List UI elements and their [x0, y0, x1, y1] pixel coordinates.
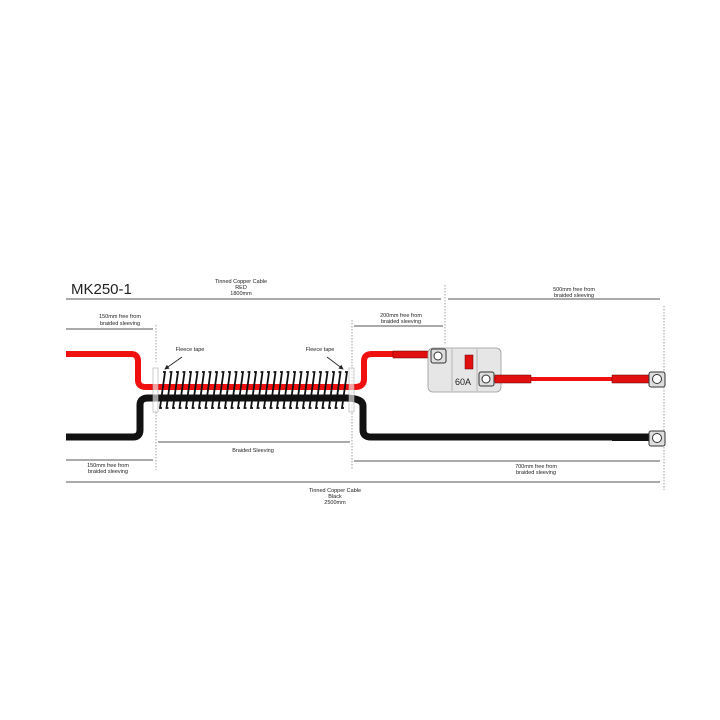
red-cable-label: Tinned Copper Cable RED 1800mm	[215, 279, 267, 297]
fleece-right-arrow	[326, 356, 344, 370]
black-cable-label: Tinned Copper Cable Black 2500mm	[309, 488, 361, 506]
coil-stroke	[217, 371, 225, 409]
svg-text:200mm free from: 200mm free from	[380, 313, 422, 319]
svg-text:2500mm: 2500mm	[324, 500, 346, 506]
red-sleeve	[611, 374, 651, 384]
coil-stroke	[262, 371, 271, 409]
coil-stroke	[275, 371, 284, 409]
svg-text:500mm free from: 500mm free from	[553, 287, 595, 293]
fuse-rating: 60A	[455, 377, 471, 387]
svg-text:RED: RED	[235, 285, 247, 291]
free-top-mid-label: 200mm free from braided sleeving	[380, 313, 422, 325]
coil-stroke	[256, 371, 264, 409]
black-sleeve	[612, 434, 650, 441]
free-bottom-right-label: 700mm free from braided sleeving	[515, 464, 557, 476]
coil-stroke	[295, 371, 303, 409]
coil-stroke	[301, 371, 310, 409]
coil-stroke	[308, 371, 316, 409]
coil-stroke	[236, 371, 245, 409]
svg-text:Black: Black	[328, 494, 342, 500]
braided-sleeving-label: Braided Sleeving	[232, 448, 274, 454]
coil-stroke	[178, 371, 186, 409]
svg-text:Tinned Copper Cable: Tinned Copper Cable	[215, 279, 267, 285]
coil-stroke	[249, 371, 258, 409]
coil-stroke	[165, 371, 173, 409]
free-top-right-label: 500mm free from braided sleeving	[553, 287, 595, 299]
diagram-title: MK250-1	[71, 281, 132, 298]
coil-stroke	[184, 371, 193, 409]
svg-text:1800mm: 1800mm	[230, 291, 252, 297]
fuse-indicator	[464, 354, 474, 370]
red-sleeve	[494, 374, 532, 384]
fleece-left-arrow	[164, 356, 183, 370]
coil-stroke	[327, 371, 336, 409]
fleece-tape-right-label: Fleece tape	[306, 347, 335, 353]
coil-stroke	[288, 371, 297, 409]
coil-stroke	[282, 371, 290, 409]
coil-stroke	[158, 371, 167, 409]
coil-stroke	[171, 371, 180, 409]
svg-text:Tinned Copper Cable: Tinned Copper Cable	[309, 488, 361, 494]
coil-stroke	[230, 371, 238, 409]
fleece-tape-right	[348, 367, 355, 413]
coil-stroke	[204, 371, 212, 409]
coil-stroke	[321, 371, 329, 409]
fleece-tape-left-label: Fleece tape	[176, 347, 205, 353]
coil-stroke	[197, 371, 206, 409]
coil-stroke	[210, 371, 219, 409]
red-wire	[66, 351, 432, 390]
svg-text:braided sleeving: braided sleeving	[554, 293, 594, 299]
coil-stroke	[269, 371, 277, 409]
svg-text:braided sleeving: braided sleeving	[516, 470, 556, 476]
coil-stroke	[314, 371, 323, 409]
black-ring-terminal	[648, 430, 666, 447]
coil-stroke	[243, 371, 251, 409]
svg-text:150mm free from: 150mm free from	[87, 463, 129, 469]
coil-stroke	[223, 371, 232, 409]
svg-text:150mm free from: 150mm free from	[99, 314, 141, 320]
fuse-holder: 60A	[427, 347, 502, 393]
svg-text:700mm free from: 700mm free from	[515, 464, 557, 470]
svg-text:braided sleeving: braided sleeving	[381, 319, 421, 325]
svg-text:braided sleeving: braided sleeving	[88, 469, 128, 475]
red-ring-terminal	[648, 371, 666, 388]
free-top-left-label: 150mm free from braided sleeving	[99, 314, 141, 327]
coil-stroke	[191, 371, 199, 409]
fleece-tape-left	[152, 367, 159, 413]
svg-text:braided sleeving: braided sleeving	[100, 321, 140, 327]
coil-stroke	[340, 371, 349, 409]
coil-stroke	[334, 371, 342, 409]
braided-sleeving-coil	[158, 371, 349, 409]
free-bottom-left-label: 150mm free from braided sleeving	[87, 463, 129, 475]
red-sleeve	[392, 350, 431, 359]
